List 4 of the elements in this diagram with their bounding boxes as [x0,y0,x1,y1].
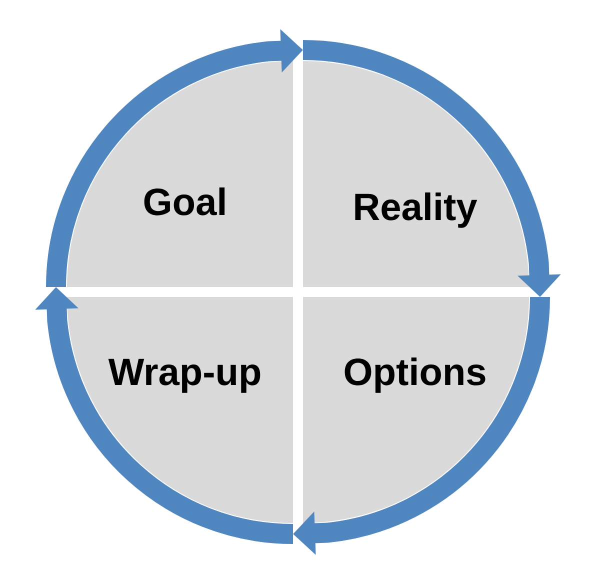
quadrant: Goal [67,61,293,287]
quadrant: Options [303,297,529,523]
quadrant: Reality [303,61,529,287]
quadrant: Wrap-up [67,297,293,523]
